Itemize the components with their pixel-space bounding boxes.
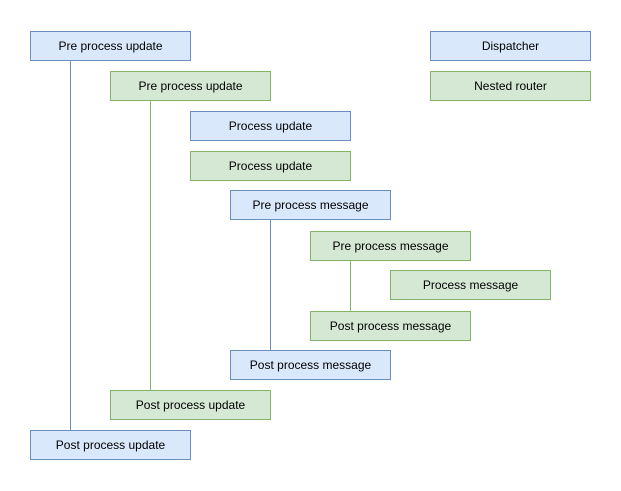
node-pre-process-message-green: Pre process message xyxy=(310,231,471,261)
connector-pre-process-message-blue xyxy=(270,220,271,350)
node-label: Post process update xyxy=(135,398,246,412)
node-nested-router-green: Nested router xyxy=(430,71,591,101)
node-label: Post process message xyxy=(329,319,452,333)
node-label: Pre process update xyxy=(58,39,163,53)
connector-pre-process-update-blue xyxy=(70,61,71,430)
node-pre-process-message-blue: Pre process message xyxy=(230,190,391,220)
node-label: Post process update xyxy=(55,438,166,452)
node-label: Process update xyxy=(228,119,313,133)
node-label: Post process message xyxy=(249,358,372,372)
node-post-process-message-green: Post process message xyxy=(310,311,471,341)
node-label: Pre process update xyxy=(138,79,243,93)
node-pre-process-update-blue: Pre process update xyxy=(30,31,191,61)
node-dispatcher-blue: Dispatcher xyxy=(430,31,591,61)
node-label: Pre process message xyxy=(252,198,369,212)
node-label: Nested router xyxy=(474,79,547,93)
node-post-process-update-blue: Post process update xyxy=(30,430,191,460)
node-label: Process update xyxy=(228,159,313,173)
node-post-process-update-green: Post process update xyxy=(110,390,271,420)
connector-pre-process-update-green xyxy=(150,101,151,390)
node-post-process-message-blue: Post process message xyxy=(230,350,391,380)
node-label: Pre process message xyxy=(332,239,449,253)
node-label: Process message xyxy=(422,278,519,292)
node-label: Dispatcher xyxy=(481,39,540,53)
node-process-message-green: Process message xyxy=(390,270,551,300)
node-process-update-green: Process update xyxy=(190,151,351,181)
node-process-update-blue: Process update xyxy=(190,111,351,141)
node-pre-process-update-green: Pre process update xyxy=(110,71,271,101)
connector-pre-process-message-green xyxy=(350,261,351,311)
